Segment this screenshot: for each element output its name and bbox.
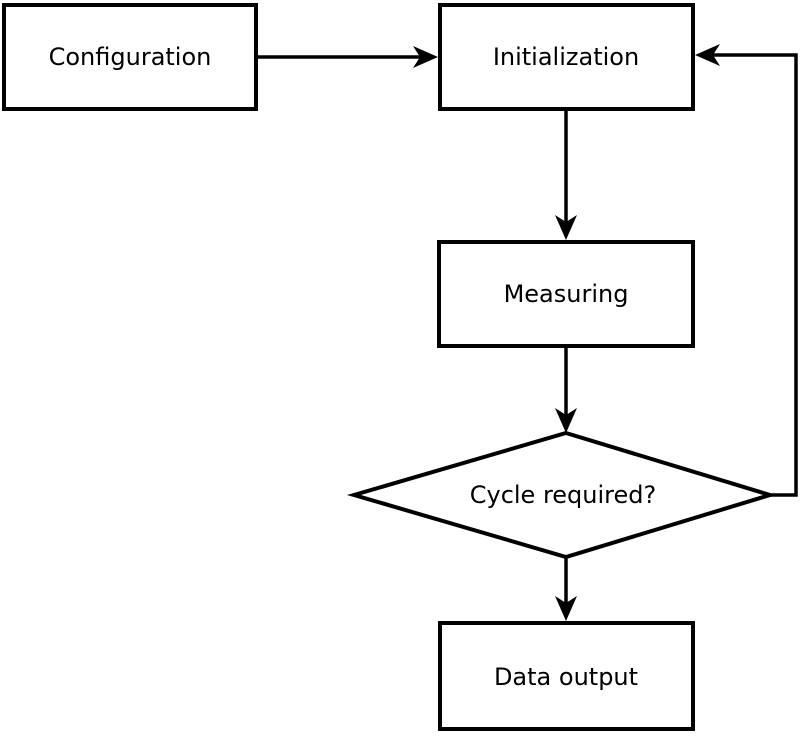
- arrowhead-down-icon: [555, 596, 577, 621]
- edge-decision-to-data-output: [555, 556, 577, 621]
- cycle-required-diamond: [346, 430, 777, 560]
- node-measuring: Measuring: [437, 240, 695, 348]
- edge-configuration-to-initialization: [256, 46, 438, 68]
- edge-line-feedback-loop: [712, 53, 798, 497]
- edge-measuring-to-decision: [555, 347, 577, 433]
- arrowhead-down-icon: [555, 215, 577, 240]
- arrowhead-right-icon: [413, 46, 438, 68]
- cycle-required-label: Cycle required?: [470, 481, 657, 509]
- initialization-label: Initialization: [493, 43, 639, 71]
- arrowhead-left-icon: [695, 44, 720, 66]
- edge-initialization-to-measuring: [555, 109, 577, 240]
- node-cycle-required: Cycle required?: [346, 430, 777, 560]
- data-output-label: Data output: [494, 663, 638, 691]
- node-data-output: Data output: [438, 621, 695, 731]
- edge-decision-loop-to-initialization: [695, 44, 798, 497]
- initialization-box: [438, 3, 695, 111]
- configuration-box: [2, 3, 258, 111]
- measuring-label: Measuring: [504, 280, 629, 308]
- configuration-label: Configuration: [49, 43, 212, 71]
- arrowhead-down-icon: [555, 408, 577, 433]
- measuring-box: [437, 240, 695, 348]
- node-initialization: Initialization: [438, 3, 695, 111]
- data-output-box: [438, 621, 695, 731]
- node-configuration: Configuration: [2, 3, 258, 111]
